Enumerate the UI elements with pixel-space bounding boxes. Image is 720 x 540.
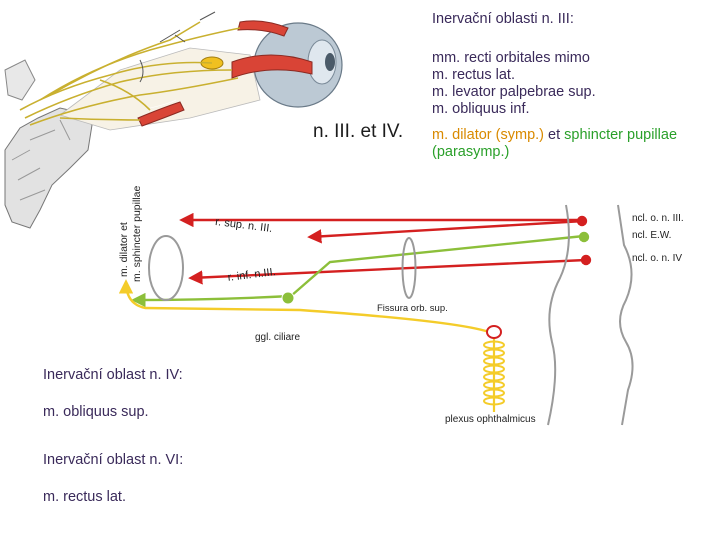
n3-item-3: m. levator palpebrae sup.	[432, 84, 596, 100]
orbit-illustration	[4, 11, 343, 229]
dilator-text: m. dilator (symp.)	[432, 127, 544, 143]
n6-item: m. rectus lat.	[43, 489, 126, 505]
et-text: et	[544, 127, 565, 143]
nerve-label: n. III. et IV.	[313, 121, 404, 142]
n3-item-1: mm. recti orbitales mimo	[432, 50, 590, 66]
nucleus-dot-iv	[580, 254, 592, 266]
plexus-label: plexus ophthalmicus	[445, 414, 536, 425]
nucleus-dot-ew	[578, 231, 590, 243]
n4-item: m. obliquus sup.	[43, 404, 149, 420]
pupil-muscle-ellipse	[148, 235, 184, 301]
n4-heading: Inervační oblast n. IV:	[43, 367, 183, 383]
sphincter-text: sphincter pupillae	[564, 127, 678, 143]
sympathetic-yellow-line	[118, 279, 495, 336]
parasympathetic-green-line	[131, 234, 585, 308]
r-sup-branch-line	[307, 219, 585, 244]
ggl-ciliare-dot	[281, 291, 295, 305]
muscle-label-1: m. dilator et	[118, 222, 130, 277]
nucleus-label-iv: ncl. o. n. IV	[632, 253, 683, 264]
ggl-label: ggl. ciliare	[255, 332, 301, 343]
nucleus-label-iii: ncl. o. n. III.	[632, 213, 684, 224]
n3-item-2: m. rectus lat.	[432, 67, 515, 83]
nucleus-dot-iii	[576, 215, 588, 227]
r-inf-red-line	[188, 258, 587, 285]
n3-item-4: m. obliquus inf.	[432, 101, 530, 117]
n3-pupil-line: m. dilator (symp.) et sphincter pupillae	[432, 127, 677, 144]
brainstem-outline-left	[547, 204, 570, 426]
nucleus-label-ew: ncl. E.W.	[632, 230, 672, 241]
fissura-label: Fissura orb. sup.	[377, 303, 448, 314]
plexus-coil	[483, 325, 505, 412]
brainstem-outline-right	[617, 204, 634, 426]
muscle-label-2: m. sphincter pupillae	[131, 185, 143, 282]
parasymp-text: (parasymp.)	[432, 144, 510, 160]
n3-heading: Inervační oblasti n. III:	[432, 11, 574, 27]
fissura-ellipse	[401, 237, 417, 299]
n6-heading: Inervační oblast n. VI:	[43, 452, 184, 468]
